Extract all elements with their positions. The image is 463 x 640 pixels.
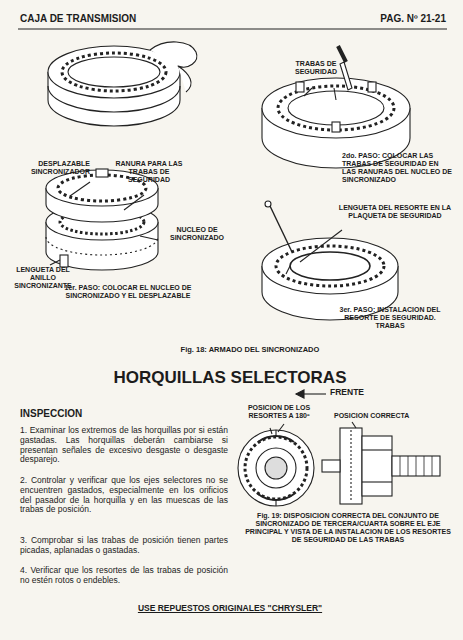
part-label: LENGUETA DEL RESORTE EN LA PLAQUETA DE S… xyxy=(336,204,454,220)
step-note: 2do. PASO: COLOCAR LAS TRABAS DE SEGURID… xyxy=(342,152,454,184)
figure-caption: Fig. 18: ARMADO DEL SINCRONIZADO xyxy=(120,346,380,355)
part-label: POSICION DE LOS RESORTES A 180º xyxy=(240,404,318,420)
footer-note: USE REPUESTOS ORIGINALES "CHRYSLER" xyxy=(80,604,380,614)
arrow-head xyxy=(296,390,304,398)
page-title: HORQUILLAS SELECTORAS xyxy=(80,368,380,388)
hand xyxy=(150,42,197,92)
part-label: NUCLEO DE SINCRONIZADO xyxy=(162,226,232,242)
list-item: 2. Controlar y verificar que los ejes se… xyxy=(20,476,228,515)
synchronizer-sleeve xyxy=(48,46,180,126)
direction-label: FRENTE xyxy=(330,388,390,398)
sync-front-view xyxy=(238,428,314,506)
list-item: 1. Examinar los extremos de las horquill… xyxy=(20,426,228,465)
section-heading: INSPECCION xyxy=(20,408,170,420)
leader-line xyxy=(278,424,284,432)
list-item: 4. Verificar que los resortes de las tra… xyxy=(20,566,228,586)
figure-caption: Fig. 19: DISPOSICION CORRECTA DEL CONJUN… xyxy=(244,512,452,544)
sync-assembly xyxy=(46,169,158,270)
part-label: POSICION CORRECTA xyxy=(334,412,444,420)
sync-side-view xyxy=(322,428,440,504)
step-note: 1er. PASO: COLOCAR EL NUCLEO DE SINCRONI… xyxy=(58,284,198,300)
page-number: PAG. Nº 21-21 xyxy=(360,13,446,25)
sync-with-locks xyxy=(262,46,410,168)
part-label: TRABAS DE SEGURIDAD xyxy=(276,60,356,76)
leader-line xyxy=(50,88,342,265)
list-item: 3. Comprobar si las trabas de posición t… xyxy=(20,536,228,556)
part-label: RANURA PARA LAS TRABAS DE SEGURIDAD xyxy=(110,160,188,184)
page-header: CAJA DE TRANSMISION xyxy=(20,13,220,25)
leader-line xyxy=(352,422,356,428)
part-label: DESPLAZABLE SINCRONIZADOR xyxy=(12,160,90,176)
step-note: 3er. PASO: INSTALACION DEL RESORTE DE SE… xyxy=(332,306,448,330)
header-rule xyxy=(18,28,447,29)
